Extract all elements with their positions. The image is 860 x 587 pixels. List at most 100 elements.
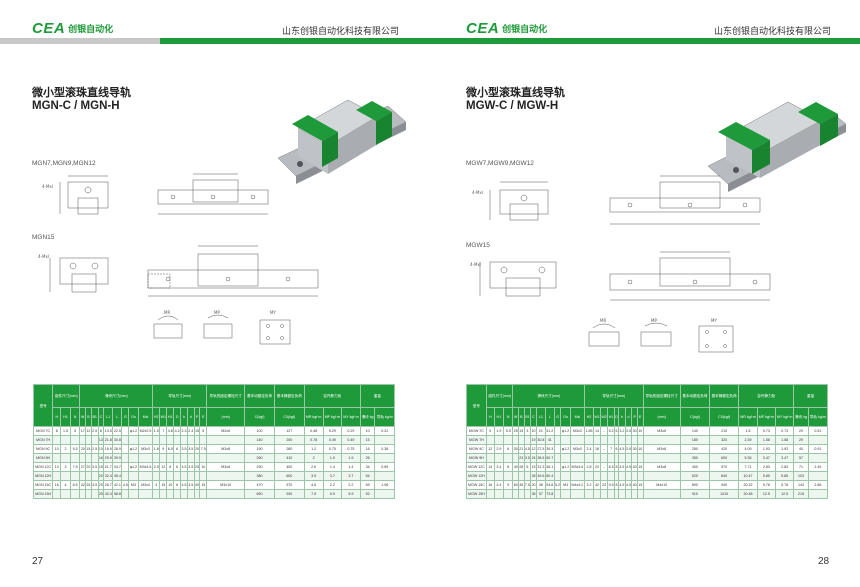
table-cell: 320	[709, 435, 740, 445]
table-group-header: 组件尺寸(mm)	[52, 384, 81, 408]
table-cell: 7	[607, 444, 615, 454]
table-cell: 27	[79, 462, 87, 472]
table-cell: -	[600, 444, 609, 454]
table-cell: φ1.2	[128, 426, 139, 436]
table-column-header: H	[52, 407, 62, 427]
caption-mgw-small: MGW7,MGW9,MGW12	[466, 160, 534, 167]
table-cell	[560, 435, 571, 445]
table-cell: 3.7	[341, 471, 361, 481]
table-cell: 0.38	[374, 444, 395, 454]
table-cell	[69, 489, 81, 499]
table-cell: 0.29	[322, 426, 343, 436]
table-cell: 23	[600, 480, 609, 490]
table-cell: 260	[273, 444, 305, 454]
table-cell: 12	[159, 462, 168, 472]
table-cell: 57	[793, 453, 809, 463]
table-cell	[121, 426, 130, 436]
table-cell	[642, 453, 681, 463]
table-cell: 1.06	[374, 480, 395, 490]
table-cell	[618, 471, 626, 481]
table-cell: 40	[793, 444, 809, 454]
table-cell: 0.91	[807, 444, 829, 454]
table-cell	[121, 453, 130, 463]
table-cell: 4.09	[738, 444, 758, 454]
table-cell: 570	[709, 462, 740, 472]
table-cell: 2.5	[152, 462, 161, 472]
table-cell: φ1.2	[560, 462, 571, 472]
table-cell: 2.6	[303, 462, 324, 472]
table-cell: 8.5	[69, 480, 81, 490]
table-column-header: h	[180, 407, 188, 427]
table-cell: 0.49	[341, 435, 361, 445]
table-cell	[807, 471, 829, 481]
company-name: 山东创银自动化科技有限公司	[714, 27, 832, 37]
table-cell: 4.5	[180, 462, 188, 472]
table-cell	[569, 489, 586, 499]
table-group-header: 基本动额定负荷	[244, 384, 275, 408]
table-cell: 7.5	[69, 462, 81, 472]
table-column-header: H1	[60, 407, 71, 427]
table-cell: 8.5	[607, 462, 615, 472]
table-cell: M3x8	[206, 444, 246, 454]
table-cell: 58.8	[112, 489, 123, 499]
table-cell: 15	[193, 426, 201, 436]
table-cell: 9	[503, 480, 514, 490]
table-column-header: Gn	[560, 407, 571, 427]
table-cell	[485, 435, 495, 445]
table-cell	[560, 489, 571, 499]
table-cell: 8	[503, 462, 514, 472]
table-cell	[52, 435, 62, 445]
table-cell: 15	[637, 462, 644, 472]
table-cell	[69, 453, 81, 463]
table-cell: 10	[359, 426, 376, 436]
table-group-header: 重量	[793, 384, 828, 408]
table-cell: 470	[244, 480, 275, 490]
table-cell: 21	[535, 426, 546, 436]
table-cell: 2.5	[90, 426, 99, 436]
table-cell	[503, 453, 514, 463]
table-cell: 41	[544, 435, 555, 445]
table-cell: 29	[793, 435, 809, 445]
model-cell: MGN 15C	[32, 480, 54, 490]
header-bar	[0, 38, 430, 44]
table-cell	[186, 489, 195, 499]
table-cell: 30.8	[535, 435, 546, 445]
table-cell: 350	[679, 453, 711, 463]
table-cell	[166, 471, 175, 481]
model-cell: MGW 15C	[466, 480, 487, 490]
model-cell: MGW 12H	[466, 471, 487, 481]
table-cell: M3	[128, 480, 139, 490]
table-group-header: 容许静力矩	[303, 384, 361, 408]
table-cell	[186, 435, 195, 445]
table-cell	[159, 471, 168, 481]
table-cell: 40	[193, 480, 201, 490]
table-cell: 3.2	[618, 426, 626, 436]
table-cell	[166, 489, 175, 499]
table-cell: 54	[359, 471, 376, 481]
table-cell	[52, 453, 62, 463]
table-column-header: (mm)	[206, 407, 246, 427]
table-cell	[121, 489, 130, 499]
table-cell: 20	[85, 462, 92, 472]
table-cell: 25	[512, 426, 519, 436]
table-cell: 5.2	[607, 426, 615, 436]
table-cell	[485, 453, 495, 463]
table-cell	[60, 471, 71, 481]
section-title-cn: 微小型滚珠直线导轨	[466, 86, 565, 99]
table-column-header: d	[624, 407, 633, 427]
model-cell: MGN 12H	[32, 471, 54, 481]
table-column-header: E	[199, 407, 208, 427]
table-cell: 2.9	[493, 444, 505, 454]
table-cell: 12.5	[756, 489, 777, 499]
table-cell	[523, 471, 532, 481]
table-cell	[173, 435, 182, 445]
table-cell: 40	[631, 480, 638, 490]
table-cell: φ1.2	[560, 426, 571, 436]
table-cell: 45	[518, 480, 525, 490]
table-cell: 32.4	[103, 471, 114, 481]
table-column-header: Gn	[128, 407, 139, 427]
caption-mgw15: MGW15	[466, 242, 490, 249]
